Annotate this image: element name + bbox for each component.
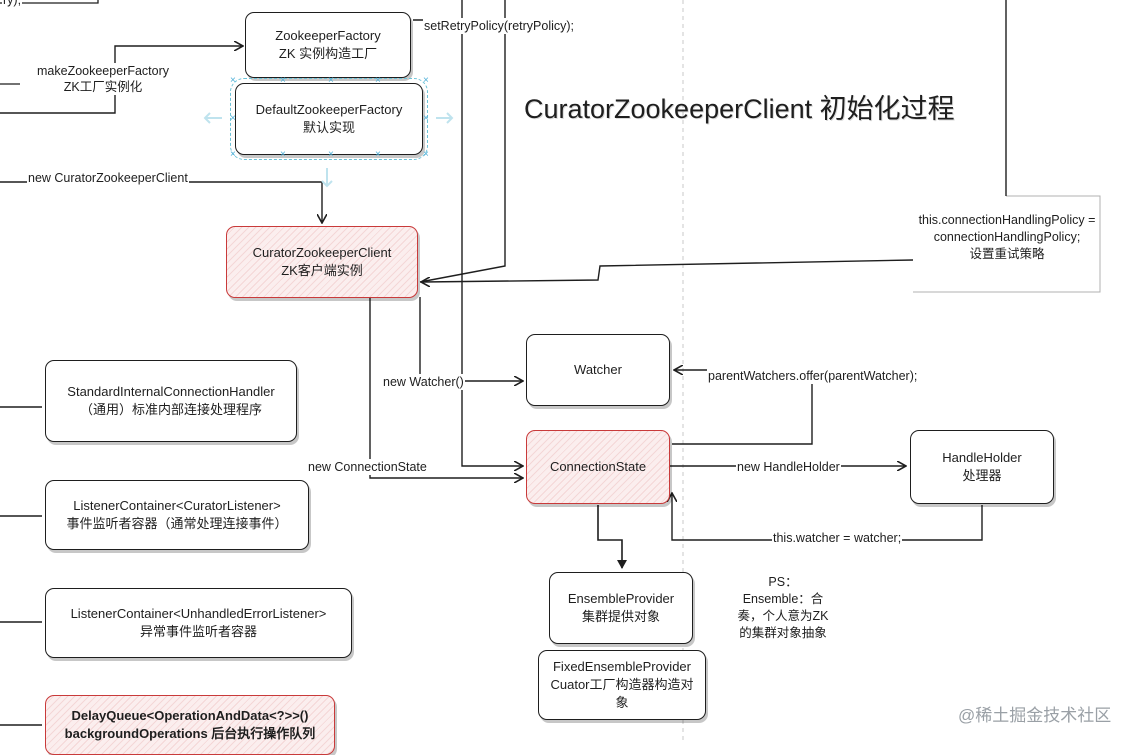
selection-handle[interactable]: × <box>375 149 381 160</box>
watermark: @稀土掘金技术社区 <box>958 706 1112 725</box>
ps-note-line4: 的集群对象抽象 <box>739 626 827 640</box>
edge-label-fragment: ry); <box>2 0 23 8</box>
node-listener-container-curator[interactable]: ListenerContainer<CuratorListener> 事件监听者… <box>45 480 309 550</box>
node-watcher-line1: Watcher <box>574 362 622 377</box>
selection-handle[interactable]: × <box>375 75 381 86</box>
node-default-zookeeper-factory-line2: 默认实现 <box>302 120 355 135</box>
node-delay-queue-line1: DelayQueue<OperationAndData<?>>() <box>71 708 309 723</box>
selection-handle[interactable]: × <box>230 149 236 160</box>
node-default-zookeeper-factory[interactable]: DefaultZookeeperFactory 默认实现 <box>230 78 428 160</box>
node-handle-holder-line2: 处理器 <box>962 468 1002 483</box>
edge-label-this-watcher: this.watcher = watcher; <box>772 530 903 546</box>
edge-label-new-watcher: new Watcher() <box>382 374 465 390</box>
hint-arrow-right <box>436 112 454 124</box>
selection-handle[interactable]: × <box>230 75 236 86</box>
edge-connection-handling-policy <box>422 259 914 282</box>
node-listener-curator-line1: ListenerContainer<CuratorListener> <box>73 498 281 513</box>
selection-handle[interactable]: × <box>423 149 429 160</box>
edge-top-line-c <box>419 0 506 283</box>
node-default-zookeeper-factory-line1: DefaultZookeeperFactory <box>255 102 403 117</box>
ps-note-line2: Ensemble：合 <box>742 592 824 606</box>
edge-label-new-curator-client: new CuratorZookeeperClient <box>27 170 189 186</box>
hint-arrow-down <box>321 168 333 188</box>
selection-handle[interactable]: × <box>328 75 334 86</box>
ps-note-line1: PS： <box>768 575 798 589</box>
hint-arrow-left <box>203 112 222 124</box>
edge-new-connection-state <box>369 297 522 478</box>
edge-label-set-retry-policy: setRetryPolicy(retryPolicy); <box>423 18 576 34</box>
edge-retry-policy-line-a <box>413 0 463 21</box>
selection-handle[interactable]: × <box>423 113 429 124</box>
edge-label-new-connection-state: new ConnectionState <box>307 459 428 475</box>
node-zookeeper-factory-line1: ZookeeperFactory <box>275 28 381 43</box>
ps-note-line3: 奏，个人意为ZK <box>737 609 829 623</box>
edge-label-parent-watchers: parentWatchers.offer(parentWatcher); <box>707 368 919 384</box>
policy-line3: 设置重试策略 <box>969 247 1045 261</box>
node-fixed-ensemble-provider-line2: Cuator工厂构造器构造对 <box>550 677 694 692</box>
node-ensemble-provider-line1: EnsembleProvider <box>567 591 675 606</box>
node-standard-handler-line1: StandardInternalConnectionHandler <box>67 384 275 399</box>
node-curator-zookeeper-client[interactable]: CuratorZookeeperClient ZK客户端实例 <box>226 226 418 298</box>
node-fixed-ensemble-provider[interactable]: FixedEnsembleProvider Cuator工厂构造器构造对 象 <box>538 650 706 720</box>
selection-handle[interactable]: × <box>423 75 429 86</box>
policy-line1: this.connectionHandlingPolicy = <box>918 213 1096 227</box>
node-connection-state-line1: ConnectionState <box>549 459 647 474</box>
node-connection-handling-policy[interactable]: this.connectionHandlingPolicy = connecti… <box>910 212 1104 263</box>
node-standard-internal-connection-handler[interactable]: StandardInternalConnectionHandler （通用）标准… <box>45 360 297 442</box>
node-zookeeper-factory-line2: ZK 实例构造工厂 <box>278 46 378 61</box>
selection-handle[interactable]: × <box>230 113 236 124</box>
node-zookeeper-factory[interactable]: ZookeeperFactory ZK 实例构造工厂 <box>245 12 411 78</box>
node-standard-handler-line2: （通用）标准内部连接处理程序 <box>79 402 262 417</box>
node-curator-client-line2: ZK客户端实例 <box>281 263 363 278</box>
node-delay-queue-line2: backgroundOperations 后台执行操作队列 <box>64 726 316 741</box>
edge-label-make-zookeeper-factory: makeZookeeperFactory ZK工厂实例化 <box>36 63 171 95</box>
node-fixed-ensemble-provider-line1: FixedEnsembleProvider <box>552 659 691 674</box>
edge-retry-policy-line-b <box>461 20 522 466</box>
node-watcher[interactable]: Watcher <box>526 334 670 406</box>
edge-new-curator-client <box>0 181 322 222</box>
node-listener-unhandled-line1: ListenerContainer<UnhandledErrorListener… <box>70 606 327 621</box>
node-curator-client-line1: CuratorZookeeperClient <box>252 245 392 260</box>
selection-handle[interactable]: × <box>328 149 334 160</box>
fragment-box-top-left <box>0 0 99 4</box>
node-connection-state[interactable]: ConnectionState <box>526 430 670 504</box>
node-listener-curator-line2: 事件监听者容器（通常处理连接事件） <box>66 516 288 531</box>
selection-handle[interactable]: × <box>280 75 286 86</box>
edge-label-new-handle-holder: new HandleHolder <box>736 459 841 475</box>
node-ensemble-provider-line2: 集群提供对象 <box>581 609 660 624</box>
edge-new-watcher <box>419 297 522 381</box>
policy-frame <box>913 195 1101 293</box>
node-fixed-ensemble-provider-line3: 象 <box>615 695 629 710</box>
node-listener-unhandled-line2: 异常事件监听者容器 <box>139 624 257 639</box>
node-listener-container-unhandled[interactable]: ListenerContainer<UnhandledErrorListener… <box>45 588 352 658</box>
node-ensemble-provider[interactable]: EnsembleProvider 集群提供对象 <box>549 572 693 644</box>
ps-note: PS： Ensemble：合 奏，个人意为ZK 的集群对象抽象 <box>722 574 844 642</box>
node-handle-holder[interactable]: HandleHolder 处理器 <box>910 430 1054 504</box>
make-factory-line1: makeZookeeperFactory <box>37 64 170 78</box>
diagram-title: CuratorZookeeperClient 初始化过程 <box>524 94 955 124</box>
node-delay-queue[interactable]: DelayQueue<OperationAndData<?>>() backgr… <box>45 695 335 755</box>
policy-line2: connectionHandlingPolicy; <box>933 230 1081 244</box>
selection-handle[interactable]: × <box>280 149 286 160</box>
edge-ensemble-provider <box>597 505 627 569</box>
make-factory-line2: ZK工厂实例化 <box>63 80 143 94</box>
node-handle-holder-line1: HandleHolder <box>942 450 1022 465</box>
